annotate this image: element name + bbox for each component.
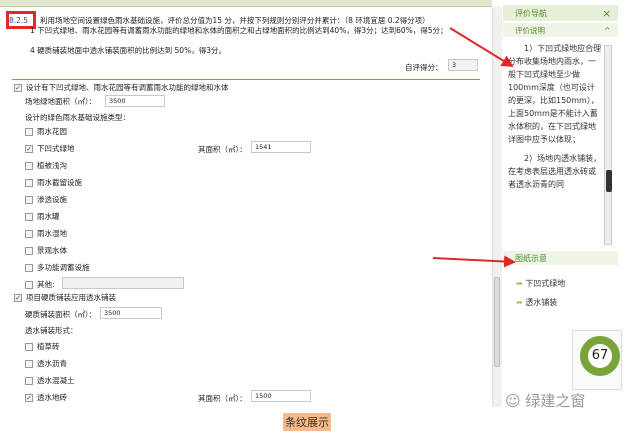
option-label: 景观水体: [37, 246, 67, 255]
area-input[interactable]: 1500: [251, 390, 311, 402]
collapse-icon[interactable]: ^: [604, 26, 611, 35]
option-label: 下凹式绿地: [37, 144, 75, 153]
figures-title: 图纸示意: [515, 254, 547, 263]
option-label: 其他:: [37, 280, 55, 289]
checkbox-icon: [25, 161, 33, 170]
hard-area-label: 硬质铺装面积（㎡）：: [25, 310, 97, 319]
option-checkbox[interactable]: 雨水花园: [25, 126, 67, 137]
other-input[interactable]: [62, 277, 184, 289]
description: 1）下凹式绿地应合理分布收集场地内雨水，一般下凹式绿地至少做100mm深度（也可…: [508, 42, 602, 191]
main-scrollbar-thumb[interactable]: [494, 277, 500, 367]
checkbox-icon: [25, 342, 33, 351]
option-label: 透水沥青: [37, 359, 67, 368]
share-arrow-icon: ➦: [516, 279, 523, 288]
section-title: 评价说明: [515, 26, 545, 35]
option-checkbox[interactable]: 其他:: [25, 279, 55, 290]
option-checkbox[interactable]: 雨水罐: [25, 211, 60, 222]
option-label: 雨水截留设施: [37, 178, 82, 187]
checkbox-icon: [25, 178, 33, 187]
types-label: 设计的绿色雨水基础设施类型：: [25, 113, 130, 122]
figure-link-1[interactable]: ➦ 下凹式绿地: [516, 278, 565, 289]
scrollbar-grip[interactable]: [606, 170, 612, 192]
area-label: 其面积（㎡）：: [198, 145, 247, 154]
checkbox-icon: [25, 127, 33, 136]
section2-label: 项目硬质铺装应用透水铺装: [26, 293, 116, 302]
description-p2: 2）场地内透水铺装，在考虑表层选用透水砖或者透水沥青的同: [508, 154, 602, 189]
main-scrollbar[interactable]: [492, 7, 502, 407]
option-checkbox[interactable]: 植被浅沟: [25, 160, 67, 171]
checkbox-icon: [25, 280, 33, 289]
figure-link-2[interactable]: ➦ 透水铺装: [516, 297, 557, 308]
option-checkbox[interactable]: 景观水体: [25, 245, 67, 256]
option-checkbox[interactable]: 雨水湿地: [25, 228, 67, 239]
section1-checkbox[interactable]: ✓ 设计有下凹式绿地、雨水花园等有调蓄雨水功能的绿地和水体: [14, 82, 229, 93]
divider: [12, 79, 480, 80]
forms-label: 透水铺装形式：: [25, 326, 78, 335]
area-label: 其面积（㎡）：: [198, 394, 247, 403]
option-label: 多功能调蓄设施: [37, 263, 90, 272]
option-checkbox[interactable]: 渗透设施: [25, 194, 67, 205]
option-checkbox[interactable]: 雨水截留设施: [25, 177, 82, 188]
checkbox-icon: [25, 212, 33, 221]
description-p1: 1）下凹式绿地应合理分布收集场地内雨水，一般下凹式绿地至少做100mm深度（也可…: [508, 44, 602, 144]
section1-label: 设计有下凹式绿地、雨水花园等有调蓄雨水功能的绿地和水体: [26, 83, 229, 92]
checkbox-icon: [25, 195, 33, 204]
option-checkbox[interactable]: 透水沥青: [25, 358, 67, 369]
watermark-text: 绿建之窗: [525, 392, 586, 410]
option-label: 透水混凝土: [37, 376, 75, 385]
score-ring: 67: [580, 336, 620, 376]
rule-1: 1 下凹式绿地、雨水花园等有调蓄雨水功能的绿地和水体的面积之和占绿地面积的比例达…: [30, 26, 448, 35]
rule-4: 4 硬质铺装地面中透水铺装面积的比例达到 50%，得3分。: [30, 46, 226, 55]
sidebar-title: 评价导航: [515, 9, 547, 18]
checkbox-checked-icon: ✓: [25, 144, 33, 153]
link-label: 下凹式绿地: [525, 279, 566, 288]
checkbox-icon: [25, 376, 33, 385]
checkbox-icon: [25, 263, 33, 272]
close-icon[interactable]: ×: [602, 7, 612, 20]
sidebar-header: 评价导航: [503, 5, 618, 21]
hard-area-input[interactable]: 3500: [100, 307, 162, 319]
option-label: 植草砖: [37, 342, 60, 351]
section2-checkbox[interactable]: ✓ 项目硬质铺装应用透水铺装: [14, 292, 116, 303]
share-arrow-icon: ➦: [516, 298, 523, 307]
option-checkbox[interactable]: ✓ 透水地砖: [25, 392, 67, 403]
option-label: 雨水湿地: [37, 229, 67, 238]
criterion-code: 8.2.5: [9, 16, 29, 25]
highlight-box: [6, 11, 36, 29]
self-score-label: 自评得分：: [405, 63, 443, 72]
checkbox-checked-icon: ✓: [14, 83, 22, 92]
figures-header: 图纸示意: [503, 251, 618, 265]
checkbox-icon: [25, 359, 33, 368]
checkbox-checked-icon: ✓: [14, 293, 22, 302]
area-input[interactable]: 1541: [251, 141, 311, 153]
option-label: 雨水罐: [37, 212, 60, 221]
description-scrollbar[interactable]: [604, 45, 612, 245]
option-label: 透水地砖: [37, 393, 67, 402]
option-label: 植被浅沟: [37, 161, 67, 170]
option-checkbox[interactable]: ✓ 下凹式绿地: [25, 143, 75, 154]
option-label: 渗透设施: [37, 195, 67, 204]
main-panel: [0, 7, 492, 407]
self-score-input[interactable]: 3: [448, 59, 478, 71]
score-value: 67: [591, 348, 609, 363]
sidebar-section-header[interactable]: 评价说明: [503, 23, 618, 37]
link-label: 透水铺装: [525, 298, 558, 307]
green-area-label: 场地绿地面积（㎡）：: [25, 97, 97, 106]
wechat-icon: ☺: [505, 392, 521, 410]
option-checkbox[interactable]: 多功能调蓄设施: [25, 262, 90, 273]
checkbox-checked-icon: ✓: [25, 393, 33, 402]
watermark: ☺ 绿建之窗: [505, 390, 585, 411]
option-checkbox[interactable]: 透水混凝土: [25, 375, 75, 386]
green-area-input[interactable]: 3500: [105, 95, 165, 107]
top-bar: [0, 0, 492, 7]
criterion-text: 利用场地空间设置绿色雨水基础设施，评价总分值为15 分，并按下列规则分别评分并累…: [40, 16, 430, 25]
checkbox-icon: [25, 229, 33, 238]
caption: 条纹展示: [283, 413, 331, 431]
option-label: 雨水花园: [37, 127, 67, 136]
option-checkbox[interactable]: 植草砖: [25, 341, 60, 352]
arrow-to-description: [449, 27, 514, 68]
checkbox-icon: [25, 246, 33, 255]
arrow-to-figures: [432, 255, 516, 268]
